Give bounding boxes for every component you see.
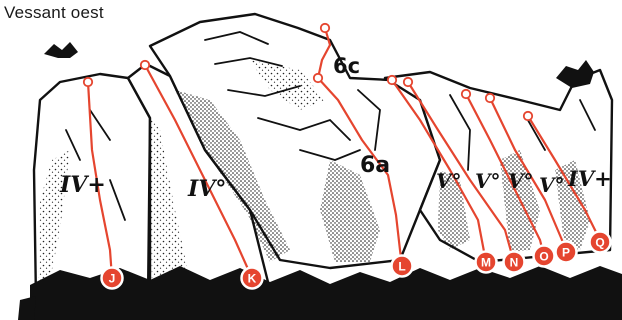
grade-label-n: V° — [475, 169, 501, 193]
grade-label-l: 6a — [360, 153, 390, 178]
anchor-point-j — [84, 78, 92, 86]
grade-label-m: V° — [436, 169, 462, 193]
route-badge-n: N — [504, 252, 525, 273]
grade-label-p: V° — [539, 173, 565, 197]
route-badge-label-j: J — [109, 272, 116, 286]
route-badge-o: O — [534, 246, 555, 267]
route-badge-j: J — [102, 268, 123, 289]
route-badge-label-m: M — [481, 256, 491, 270]
grade-label-o: V° — [508, 169, 534, 193]
route-badge-p: P — [556, 242, 577, 263]
grade-label-j: IV+ — [59, 172, 106, 198]
anchor-point-o — [462, 90, 470, 98]
anchor-point-m — [388, 76, 396, 84]
anchor-point-l — [314, 74, 322, 82]
route-badge-l: L — [392, 256, 413, 277]
anchor-point-p — [486, 94, 494, 102]
anchor-point-k — [141, 61, 149, 69]
anchor-point-q — [524, 112, 532, 120]
route-badge-label-l: L — [398, 260, 405, 274]
route-badge-label-p: P — [562, 246, 570, 260]
route-badge-label-q: Q — [595, 236, 604, 250]
grade-label-l-upper: 6c — [333, 54, 360, 78]
anchor-point-l-upper — [321, 24, 329, 32]
anchor-point-n — [404, 78, 412, 86]
route-badge-m: M — [476, 252, 497, 273]
grade-label-k: IV° — [187, 176, 226, 202]
route-badge-label-o: O — [539, 250, 548, 264]
route-badge-label-n: N — [510, 256, 519, 270]
route-badge-label-k: K — [248, 272, 257, 286]
grade-label-q: IV+ — [567, 166, 612, 191]
route-badge-k: K — [242, 268, 263, 289]
route-badge-q: Q — [590, 232, 611, 253]
